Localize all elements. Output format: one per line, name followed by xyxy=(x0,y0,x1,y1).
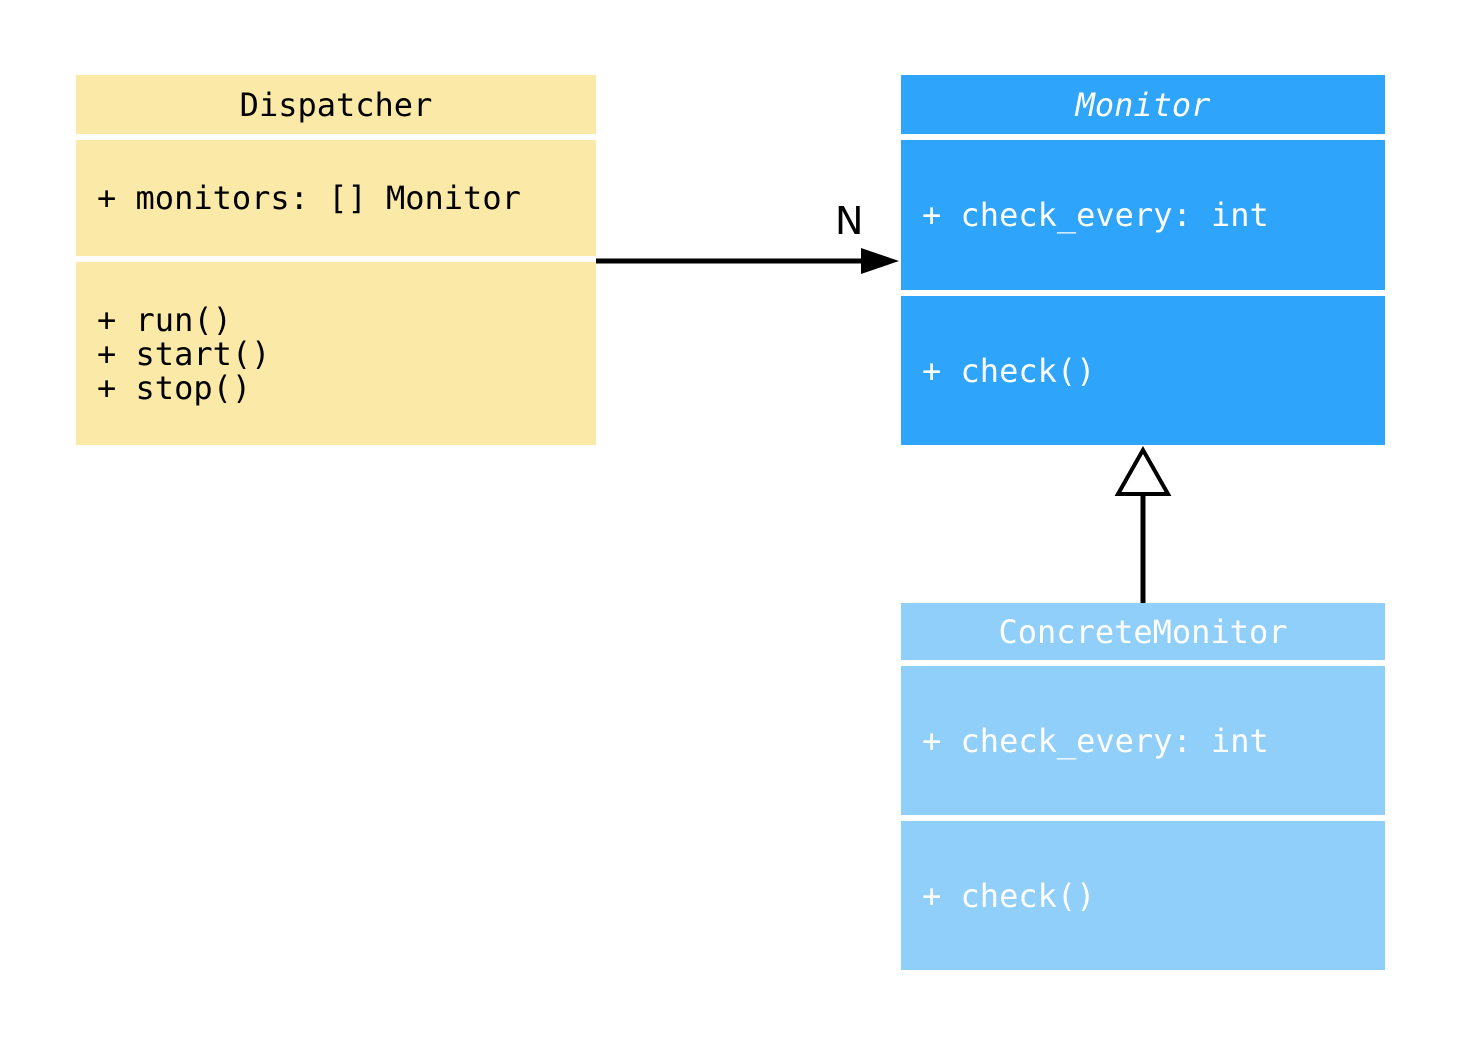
class-node-dispatcher: Dispatcher + monitors: [] Monitor + run(… xyxy=(76,75,596,445)
class-attributes-concretemonitor: + check_every: int xyxy=(901,666,1385,815)
association-arrow-dispatcher-to-monitor xyxy=(596,248,899,274)
class-node-concretemonitor: ConcreteMonitor + check_every: int + che… xyxy=(901,603,1385,970)
class-title-concretemonitor: ConcreteMonitor xyxy=(901,603,1385,660)
method-line: + check() xyxy=(922,351,1096,390)
hollow-triangle-icon xyxy=(1114,445,1172,496)
class-title-monitor: Monitor xyxy=(901,75,1385,134)
attribute-line: + monitors: [] Monitor xyxy=(97,179,521,217)
class-methods-concretemonitor: + check() xyxy=(901,821,1385,970)
method-line: + check() xyxy=(922,876,1096,915)
class-attributes-monitor: + check_every: int xyxy=(901,140,1385,290)
method-line: + start() xyxy=(97,334,271,373)
class-title-dispatcher: Dispatcher xyxy=(76,75,596,134)
arrowhead-icon xyxy=(861,248,899,274)
method-line: + run() xyxy=(97,300,232,339)
class-attributes-dispatcher: + monitors: [] Monitor xyxy=(76,140,596,256)
attribute-line: + check_every: int xyxy=(922,721,1269,760)
class-node-monitor: Monitor + check_every: int + check() xyxy=(901,75,1385,445)
method-line: + stop() xyxy=(97,368,252,407)
association-multiplicity-label: N xyxy=(835,199,864,243)
generalization-arrow-concretemonitor-to-monitor xyxy=(1114,445,1172,603)
class-methods-dispatcher: + run() + start() + stop() xyxy=(76,262,596,445)
class-methods-monitor: + check() xyxy=(901,296,1385,445)
attribute-line: + check_every: int xyxy=(922,196,1269,234)
